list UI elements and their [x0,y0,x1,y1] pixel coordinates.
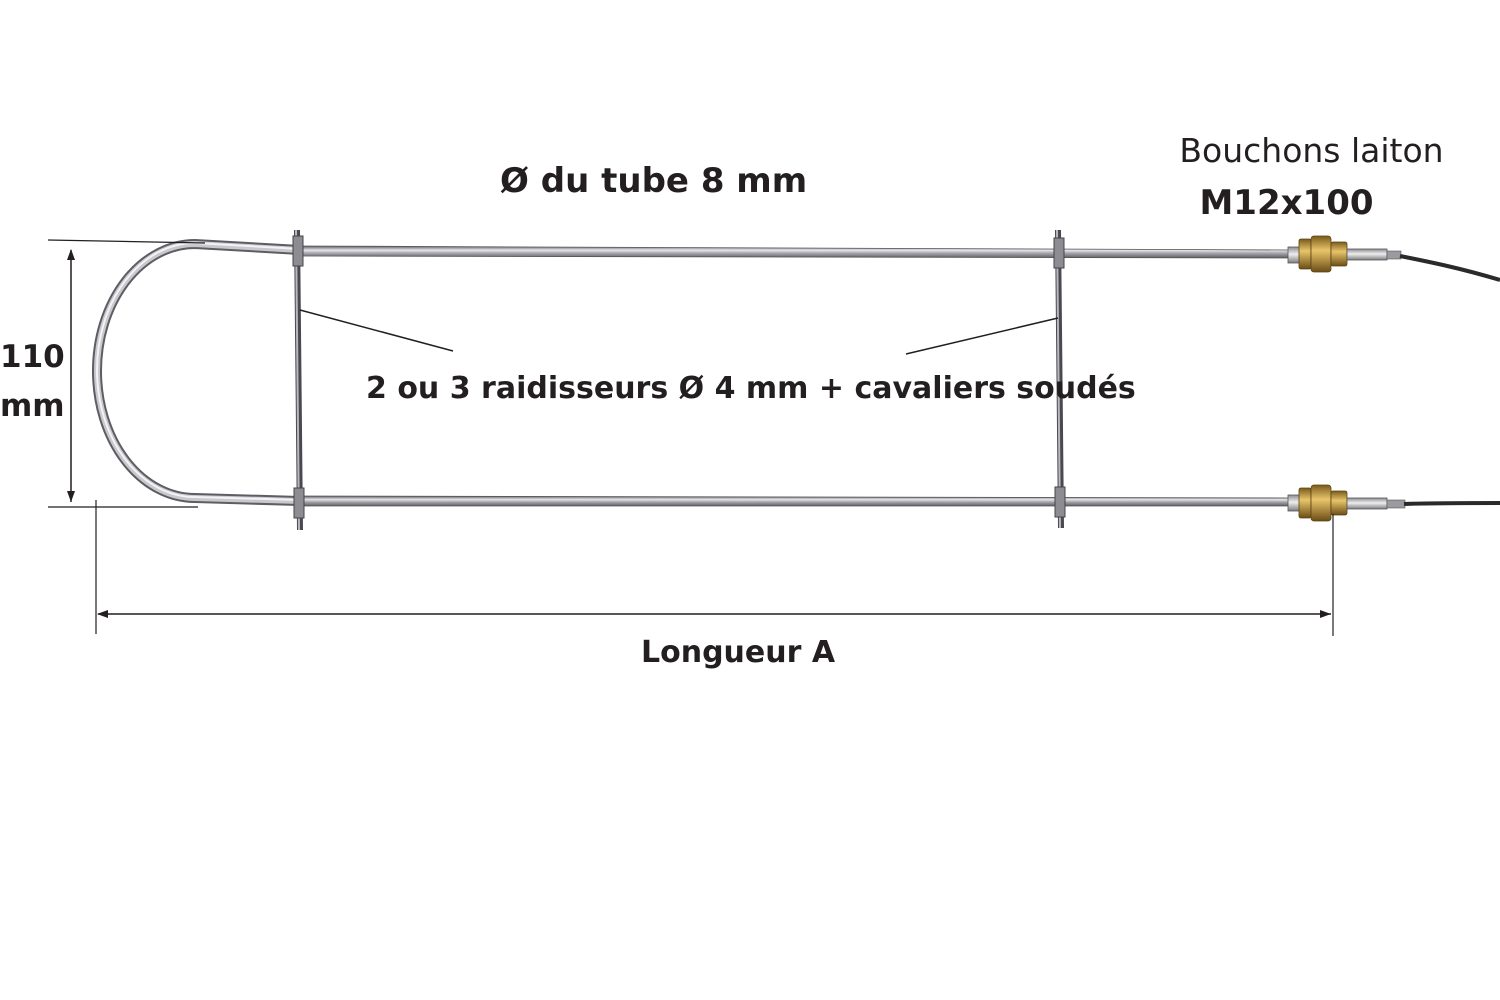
leader-line-left [299,309,454,352]
height-value-label: 110 [0,339,65,375]
cable-top [1399,254,1500,282]
brass-cap-top [1287,235,1402,273]
stiffener-right [1053,229,1066,529]
height-dimension [47,239,206,508]
cable-bottom [1403,501,1500,506]
bottom-tube [299,495,1293,507]
u-tube [92,238,305,506]
top-tube [299,245,1293,259]
leader-line-right [905,317,1059,355]
stiffener-left [292,229,305,531]
length-dimension [95,500,1334,636]
stiffeners-label: 2 ou 3 raidisseurs Ø 4 mm + cavaliers so… [366,371,1136,406]
brass-cap-bottom [1287,484,1406,522]
tube-diameter-label: Ø du tube 8 mm [500,161,808,201]
height-unit-label: mm [0,388,65,424]
brass-caps-thread: M12x100 [1199,183,1374,223]
brass-caps-title: Bouchons laiton [1179,131,1444,170]
length-label: Longueur A [641,635,836,670]
